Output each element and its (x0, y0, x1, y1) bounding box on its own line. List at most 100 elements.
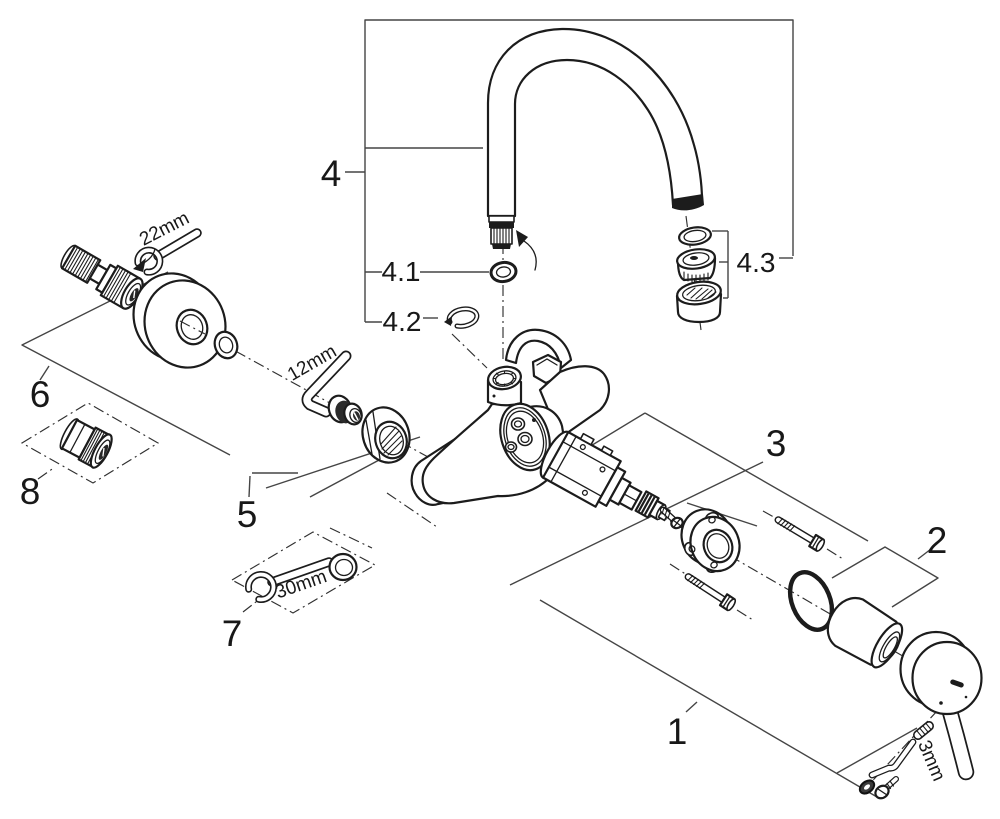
union-fitting-group (60, 244, 144, 310)
axis-right-assembly (529, 439, 959, 689)
handle-screw-threads (886, 780, 895, 790)
callout-7-dash (242, 597, 262, 613)
circlip-group (444, 306, 480, 329)
wrench-22-arrow-tail (141, 248, 156, 265)
spout-connector-collar (488, 215, 515, 223)
long-screw-a-fill (775, 517, 816, 544)
cartridge-screw-cross-2 (673, 518, 681, 528)
flange-hole-top (708, 516, 716, 524)
escutcheon-hole-inner (180, 314, 204, 340)
spout-tube (486, 27, 704, 218)
body-face-hole-2 (517, 431, 533, 447)
hex-key-3-group (868, 738, 917, 779)
cartridge-step (597, 466, 627, 507)
group-1-shelf (539, 599, 878, 798)
aerator-washer-inner (683, 229, 707, 243)
plug-front-ring (349, 407, 362, 424)
aerator-shell-top (676, 280, 722, 306)
handle-rivet-dot (964, 695, 968, 699)
cartridge-screw-dot-1 (579, 444, 586, 451)
cartridge-stem (608, 476, 632, 506)
cartridge-screw-group (659, 506, 684, 530)
axis-screw-b-head (736, 609, 754, 621)
cartridge-screw-dot-2 (599, 466, 606, 473)
body-arch-outlet-facets (536, 358, 558, 366)
bushing-socket-slot (102, 447, 105, 457)
aerator-group (675, 226, 723, 324)
wrench-22-handle-fill (154, 229, 201, 260)
body-face-hole-3 (504, 441, 518, 453)
cartridge-line-top (562, 441, 617, 472)
wrench-22-group (133, 228, 202, 276)
setscrew-group (913, 721, 934, 740)
rotate-arrow-head (516, 230, 528, 247)
mounting-flange-group (680, 508, 741, 574)
sleeve-cap-opening-inner (882, 636, 899, 659)
handle-lever-arm-fill (942, 701, 973, 779)
escutcheon-axis-mark (179, 320, 206, 335)
port-thread-ring-outer (492, 370, 517, 387)
axis-circlip (451, 333, 488, 369)
bushing-group (59, 418, 113, 469)
handle-pin-dot (939, 701, 943, 705)
wrench-30-jaw-fill (246, 572, 276, 602)
axis-screw-a-head (826, 548, 844, 560)
cartridge-screw-shaft-fill (661, 508, 675, 521)
rotate-arrow-tail (523, 240, 537, 271)
spout-connector-thread (490, 227, 513, 245)
union-thread-hatching (64, 247, 99, 282)
port-thread-ticks (492, 370, 517, 387)
group-7-boundary (230, 531, 377, 614)
long-screw-b-head-face (726, 598, 737, 612)
axis-handle-screws (861, 709, 939, 793)
callout-label-5: 5 (237, 494, 258, 535)
body-face-hole-1 (510, 417, 526, 431)
circlip-highlight (448, 307, 478, 328)
spout-nut-group (361, 406, 411, 464)
aerator-shell-hatching (686, 287, 717, 300)
nut-bore-hatching (380, 426, 403, 456)
group-8-boundary (20, 402, 160, 484)
callout-label-4: 4 (321, 153, 342, 194)
group-3-shelf-b (644, 412, 869, 542)
callout-label-4-1: 4.1 (382, 256, 421, 287)
spout-oring (489, 260, 518, 284)
faucet-body-group (410, 328, 610, 506)
spout-connector-tip-band (492, 244, 511, 249)
hex-key-3-fill (869, 739, 916, 778)
circlip-tab (444, 316, 452, 326)
escutcheon-group (132, 272, 239, 369)
spout-oring-inner (495, 266, 512, 278)
callout-4-bracket (364, 19, 794, 322)
aerator-washer (678, 226, 712, 246)
plug-socket-slot (353, 412, 359, 421)
cartridge-square-line (623, 493, 638, 502)
hex-key-12-group (301, 350, 352, 418)
aerator-insert-dot (690, 256, 698, 260)
body-face-dot (532, 418, 536, 422)
body-face-hole-3-inner (507, 443, 515, 451)
leader-lines (21, 19, 939, 798)
body-face-hole-2-inner (520, 434, 530, 444)
group-3-assoc-line (686, 502, 758, 527)
spout-thread-hatching (493, 227, 510, 245)
cartridge-ring-line (550, 435, 577, 483)
long-screw-a-group (774, 516, 826, 552)
callout-label-1: 1 (667, 711, 688, 752)
axis-body-inlet (386, 492, 438, 528)
long-screw-b-group (684, 573, 737, 612)
spout-group (486, 27, 704, 271)
lever-handle-group (899, 630, 983, 781)
cartridge-tab-2 (600, 445, 614, 457)
wrench-30-ring-hole (334, 558, 354, 577)
bushing-front-ring (94, 439, 111, 465)
handle-screw-group (858, 776, 899, 800)
callout-label-4-2: 4.2 (383, 306, 422, 337)
spline-adapter-stripes (637, 493, 656, 516)
wrench-30-handle-fill (268, 558, 333, 586)
tool-size-labels: 22mm 12mm 30mm 3mm (136, 208, 949, 785)
escutcheon-washer (213, 330, 239, 360)
spout-connector-band (489, 222, 514, 228)
